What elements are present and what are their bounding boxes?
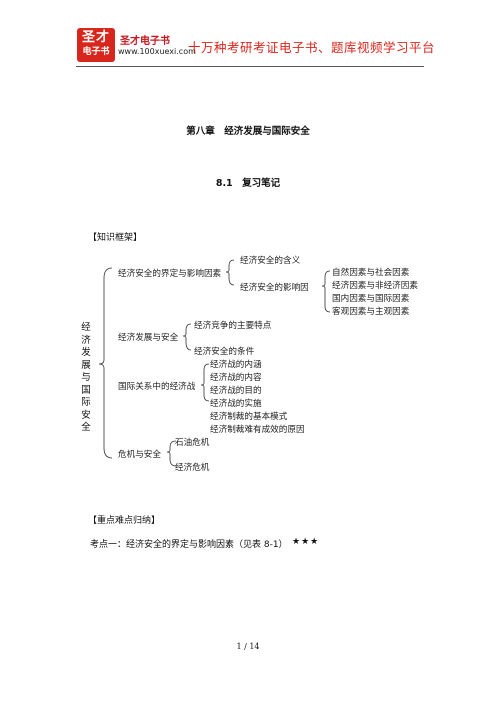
- page-number: 1 / 14: [236, 642, 260, 651]
- brace-branch-3: [200, 363, 210, 402]
- mindmap-branch-security-definition: 经济安全的界定与影响因素: [118, 269, 222, 279]
- brace-branch-1-2: [321, 270, 331, 313]
- logo-text-sub: 电子书: [82, 47, 110, 57]
- mindmap-root-title: 经济发展与国际安全: [81, 322, 91, 433]
- mindmap-leaf: 国内因素与国际因素: [332, 294, 410, 304]
- brace-branch-1: [225, 259, 235, 286]
- kaodian-heading: 考点一：经济安全的界定与影响因素（见表 8-1）: [90, 540, 288, 550]
- brace-branch-2: [182, 323, 192, 351]
- mindmap-branch-crisis-security: 危机与安全: [118, 450, 161, 460]
- mindmap-leaf: 客观因素与主观因素: [332, 307, 410, 317]
- key-points-label: 【重点难点归纳】: [88, 516, 161, 526]
- brace-root: [98, 267, 113, 459]
- header-slogan: 十万种考研考证电子书、题库视频学习平台: [188, 40, 436, 55]
- brand-name: 圣才电子书: [120, 36, 170, 47]
- importance-stars: ★★★: [292, 537, 320, 547]
- brand-url[interactable]: www.100xuexi.com: [118, 47, 196, 56]
- knowledge-framework-label: 【知识框架】: [88, 233, 143, 243]
- mindmap-leaf: 自然因素与社会因素: [332, 268, 410, 278]
- mindmap-leaf: 经济竞争的主要特点: [194, 321, 272, 331]
- mindmap-node-security-meaning: 经济安全的含义: [240, 256, 301, 266]
- mindmap-leaf: 石油危机: [175, 438, 210, 448]
- logo-text-main: 圣才: [81, 30, 110, 45]
- logo: 圣才 电子书: [77, 28, 115, 62]
- mindmap-leaf: 经济因素与非经济因素: [332, 281, 418, 291]
- mindmap-leaf: 经济战的目的: [210, 386, 262, 396]
- mindmap-leaf: 经济制裁难有成效的原因: [210, 425, 305, 435]
- header-divider: [76, 66, 424, 67]
- mindmap-leaf: 经济制裁的基本模式: [210, 412, 288, 422]
- mindmap-branch-development-security: 经济发展与安全: [118, 333, 179, 343]
- mindmap-leaf: 经济危机: [175, 463, 210, 473]
- brace-branch-4: [166, 440, 177, 467]
- mindmap-branch-economic-war: 国际关系中的经济战: [118, 382, 196, 392]
- mindmap-leaf: 经济战的内容: [210, 373, 262, 383]
- section-title: 8.1 复习笔记: [215, 178, 281, 189]
- mindmap-leaf: 经济安全的条件: [194, 347, 255, 357]
- mindmap-node-security-factors: 经济安全的影响因: [240, 283, 309, 293]
- chapter-title: 第八章 经济发展与国际安全: [186, 126, 310, 137]
- mindmap-leaf: 经济战的内涵: [210, 360, 262, 370]
- mindmap-leaf: 经济战的实施: [210, 399, 262, 409]
